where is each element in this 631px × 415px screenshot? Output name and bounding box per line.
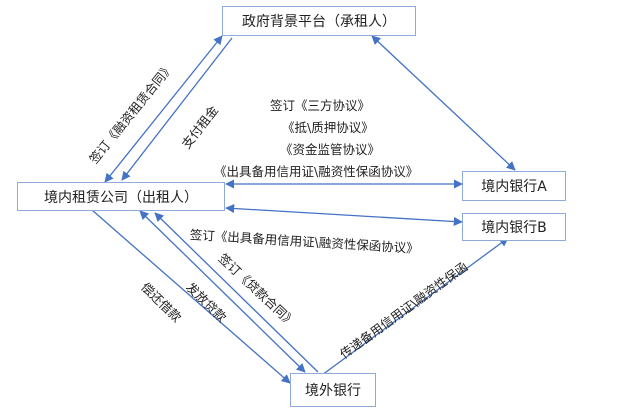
arrow-foreign-lessor-issue: [154, 212, 319, 373]
arrow-gov-banka: [371, 35, 516, 171]
node-domestic-lessor: 境内租赁公司（出租人）: [17, 182, 225, 211]
node-bank-b: 境内银行B: [462, 213, 566, 241]
arrow-lessor-gov-lease: [104, 35, 223, 183]
label-sign-tripartite: 签订《三方协议》: [270, 98, 371, 113]
label-pledge-agreement: 《抵\质押协议》: [282, 120, 374, 135]
label-standby-agreement: 《出具备用信用证\融资性保函协议》: [214, 164, 419, 179]
arrow-lessor-foreign-loan: [139, 210, 306, 373]
arrow-gov-lessor-rent: [121, 37, 233, 181]
node-bank-a: 境内银行A: [462, 171, 566, 201]
label-fund-supervision: 《资金监管协议》: [280, 142, 381, 157]
arrow-lessor-bankb: [225, 203, 463, 227]
node-gov-platform: 政府背景平台（承租人）: [222, 6, 416, 36]
arrow-foreign-bankb: [321, 237, 509, 376]
node-foreign-bank: 境外银行: [290, 373, 376, 407]
